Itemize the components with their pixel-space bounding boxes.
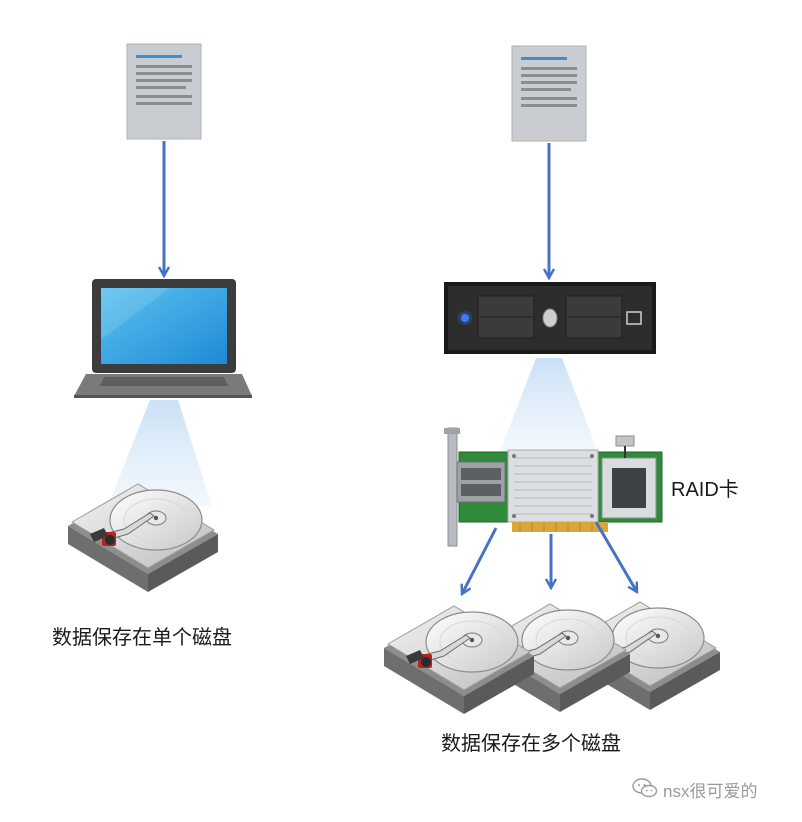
raid-card-icon [444, 427, 663, 547]
arrow-raid-to-disk-3 [594, 521, 639, 592]
arrow-raid-to-disk-1 [462, 527, 498, 594]
raid-card-label: RAID卡 [671, 479, 739, 501]
watermark-text: nsx很可爱的 [663, 782, 758, 801]
laptop-beam [108, 400, 212, 506]
multi-disk-caption: 数据保存在多个磁盘 [441, 733, 621, 755]
hard-disk-icon-1 [383, 605, 535, 715]
server-icon [444, 282, 656, 354]
server-beam [500, 358, 598, 452]
laptop-icon [74, 279, 252, 398]
single-disk-caption: 数据保存在单个磁盘 [52, 627, 232, 649]
wechat-icon [632, 778, 658, 798]
left-document-icon [126, 43, 202, 140]
right-document-icon [511, 45, 587, 142]
